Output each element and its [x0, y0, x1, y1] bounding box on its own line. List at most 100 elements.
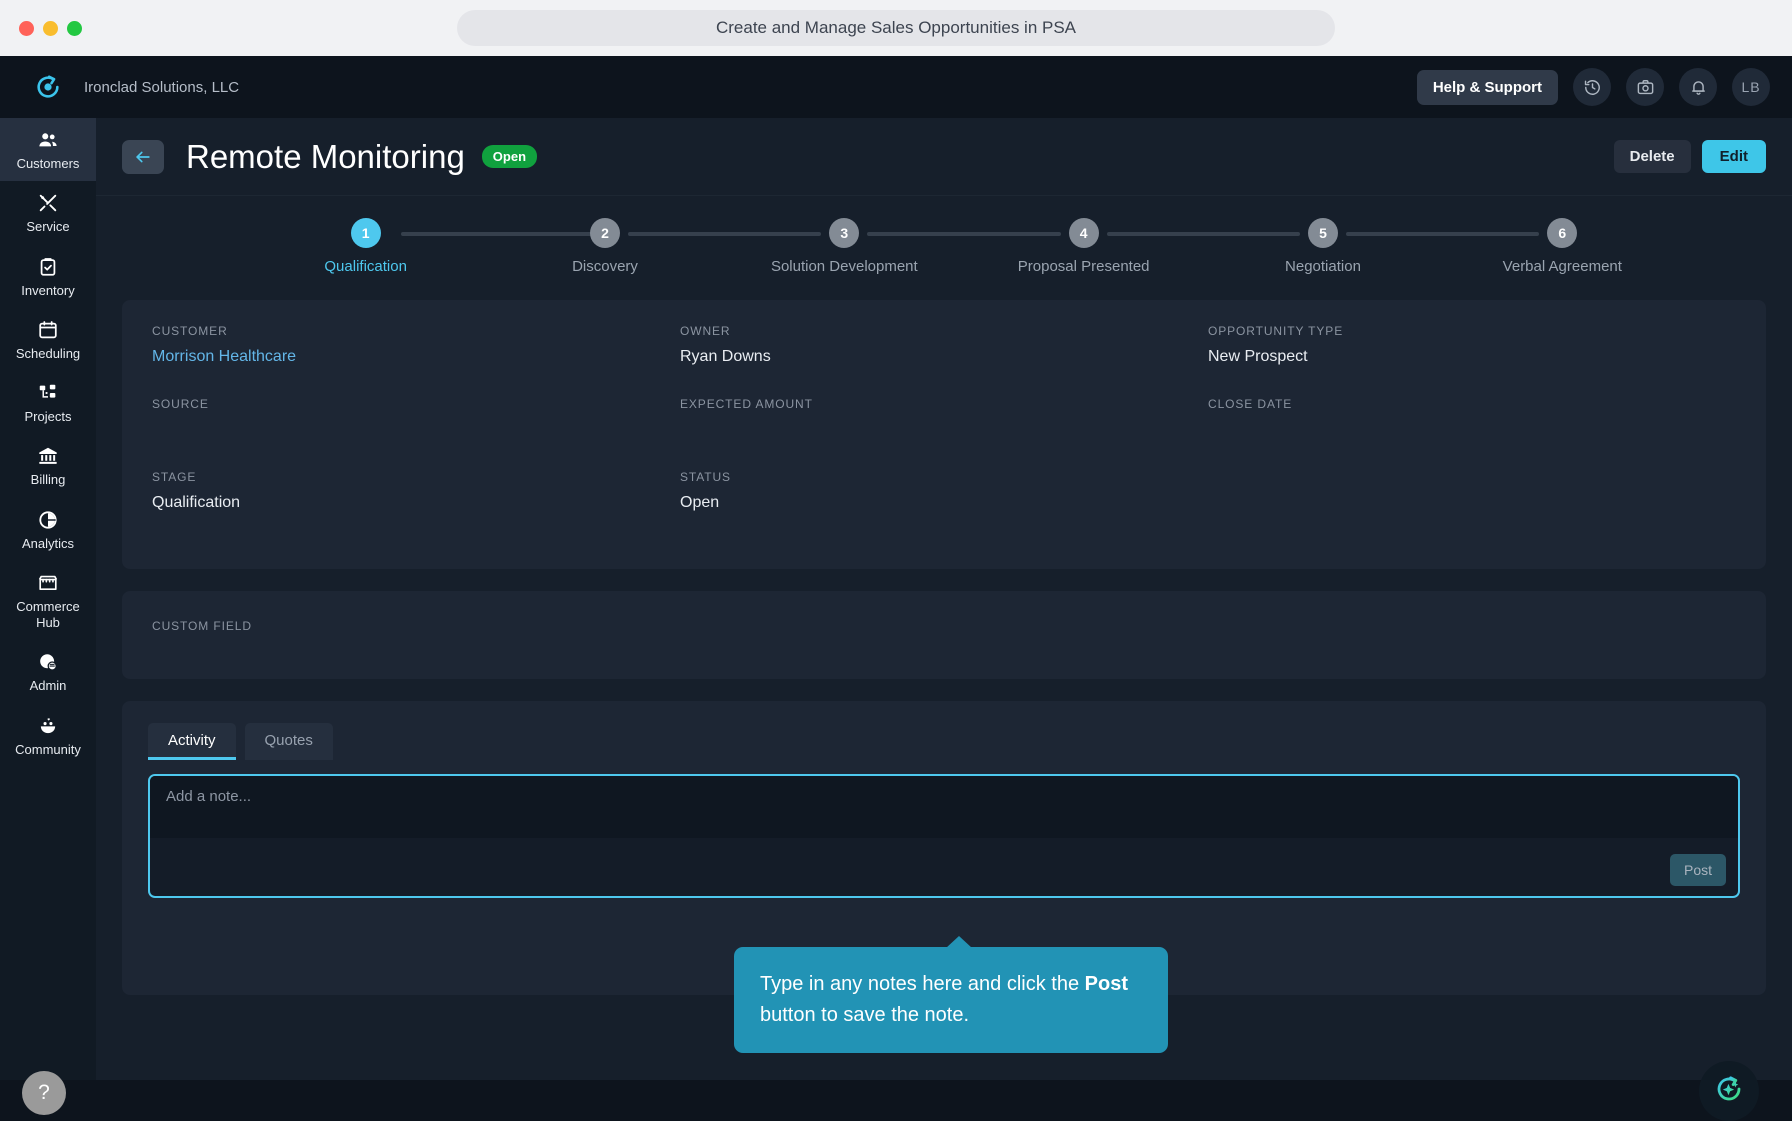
note-composer: Post — [148, 774, 1740, 898]
sidebar-item-customers[interactable]: Customers — [0, 118, 96, 182]
step-number: 4 — [1068, 218, 1099, 248]
coach-tooltip: Type in any notes here and click the Pos… — [734, 936, 1168, 1053]
sidebar-item-admin[interactable]: Admin — [0, 640, 96, 703]
sidebar-item-service[interactable]: Service — [0, 181, 96, 244]
post-note-button[interactable]: Post — [1669, 854, 1726, 886]
tools-icon — [37, 192, 59, 214]
sidebar-item-label: Analytics — [21, 535, 75, 551]
page-header-actions: Delete Edit — [1613, 140, 1766, 173]
activity-card: Activity Quotes Post — [122, 701, 1766, 995]
sidebar-item-label: Customers — [16, 156, 80, 171]
custom-field-card: CUSTOM FIELD — [122, 591, 1766, 679]
window-title[interactable]: Create and Manage Sales Opportunities in… — [457, 10, 1335, 46]
sidebar-item-billing[interactable]: Billing — [0, 434, 96, 497]
maximize-window-button[interactable] — [67, 20, 82, 36]
status-badge: Open — [481, 145, 538, 168]
minimize-window-button[interactable] — [43, 20, 58, 36]
detail-field-label: CLOSE DATE — [1208, 397, 1293, 411]
sidebar-item-community[interactable]: Community — [0, 704, 96, 767]
sidebar-item-inventory[interactable]: Inventory — [0, 245, 96, 308]
step-label: Proposal Presented — [1017, 258, 1150, 275]
sidebar-item-commerce-hub[interactable]: Commerce Hub — [0, 561, 96, 641]
storefront-icon — [37, 572, 59, 594]
edit-button[interactable]: Edit — [1701, 140, 1766, 173]
detail-field-label: SOURCE — [152, 397, 209, 411]
stepper-connector — [400, 232, 618, 236]
calendar-icon — [37, 319, 59, 341]
step-number: 6 — [1547, 218, 1578, 248]
close-window-button[interactable] — [19, 20, 34, 36]
ai-sparkle-icon — [1713, 1073, 1745, 1110]
tab-activity[interactable]: Activity — [148, 723, 236, 760]
step-label: Negotiation — [1285, 258, 1361, 275]
back-button[interactable] — [122, 139, 164, 174]
step-number: 3 — [829, 218, 860, 248]
detail-field-value: Open — [680, 494, 720, 511]
tab-quotes[interactable]: Quotes — [244, 723, 333, 760]
help-and-support-button[interactable]: Help & Support — [1416, 69, 1558, 105]
app-topbar: Ironclad Solutions, LLC Help & Support — [0, 56, 1792, 118]
window-title-bar: Create and Manage Sales Opportunities in… — [0, 0, 1792, 56]
sidebar-item-analytics[interactable]: Analytics — [0, 498, 96, 561]
briefcase-camera-icon[interactable] — [1626, 68, 1664, 106]
sidebar-item-label: Inventory — [21, 282, 75, 298]
ai-assistant-button[interactable] — [1699, 1061, 1759, 1121]
detail-field-label: OPPORTUNITY TYPE — [1208, 324, 1344, 338]
history-icon[interactable] — [1573, 68, 1611, 106]
user-avatar[interactable]: LB — [1732, 68, 1770, 106]
detail-field: SOURCE — [152, 397, 680, 470]
sidebar-item-label: Service — [26, 219, 70, 235]
stepper-connector — [867, 232, 1061, 236]
step-number: 1 — [350, 218, 381, 248]
sidebar-item-scheduling[interactable]: Scheduling — [0, 308, 96, 371]
community-icon — [37, 715, 59, 737]
sitemap-icon — [37, 382, 59, 404]
step-label: Discovery — [572, 258, 638, 275]
sidebar-item-label: Billing — [30, 472, 66, 488]
detail-field-value — [1208, 421, 1736, 441]
detail-field-label: OWNER — [680, 324, 731, 338]
clipboard-check-icon — [37, 256, 59, 278]
bell-icon[interactable] — [1679, 68, 1717, 106]
page-title: Remote Monitoring — [186, 137, 465, 175]
note-input[interactable] — [150, 776, 1738, 838]
detail-field-value: Ryan Downs — [680, 348, 771, 365]
note-actions: Post — [1669, 854, 1726, 886]
brand-logo-icon[interactable] — [34, 73, 62, 101]
people-icon — [37, 129, 59, 151]
detail-field-value — [1208, 480, 1736, 500]
stepper-connector — [1345, 232, 1540, 236]
admin-gear-icon — [37, 651, 59, 673]
app-root: Ironclad Solutions, LLC Help & Support — [0, 56, 1792, 1121]
step-number: 5 — [1307, 218, 1338, 248]
organization-name: Ironclad Solutions, LLC — [84, 78, 240, 96]
detail-field-value: Qualification — [152, 494, 241, 511]
sidebar-item-label: Scheduling — [15, 345, 81, 361]
help-floating-button[interactable]: ? — [22, 1071, 66, 1115]
sidebar-item-projects[interactable]: Projects — [0, 371, 96, 434]
delete-button[interactable]: Delete — [1613, 140, 1691, 173]
bank-icon — [37, 445, 59, 467]
detail-field-value — [680, 421, 1208, 441]
step-label: Qualification — [324, 258, 407, 275]
sidebar-item-label: Commerce Hub — [16, 598, 80, 630]
detail-field-value[interactable]: Morrison Healthcare — [152, 348, 297, 365]
custom-field-label: CUSTOM FIELD — [152, 619, 252, 633]
tooltip-text-before: Type in any notes here and click the — [760, 973, 1085, 995]
sidebar-item-label: Projects — [24, 409, 72, 424]
step-number: 2 — [589, 218, 620, 248]
tooltip-text-after: button to save the note. — [760, 1004, 970, 1026]
activity-tabs: Activity Quotes — [148, 723, 1740, 760]
